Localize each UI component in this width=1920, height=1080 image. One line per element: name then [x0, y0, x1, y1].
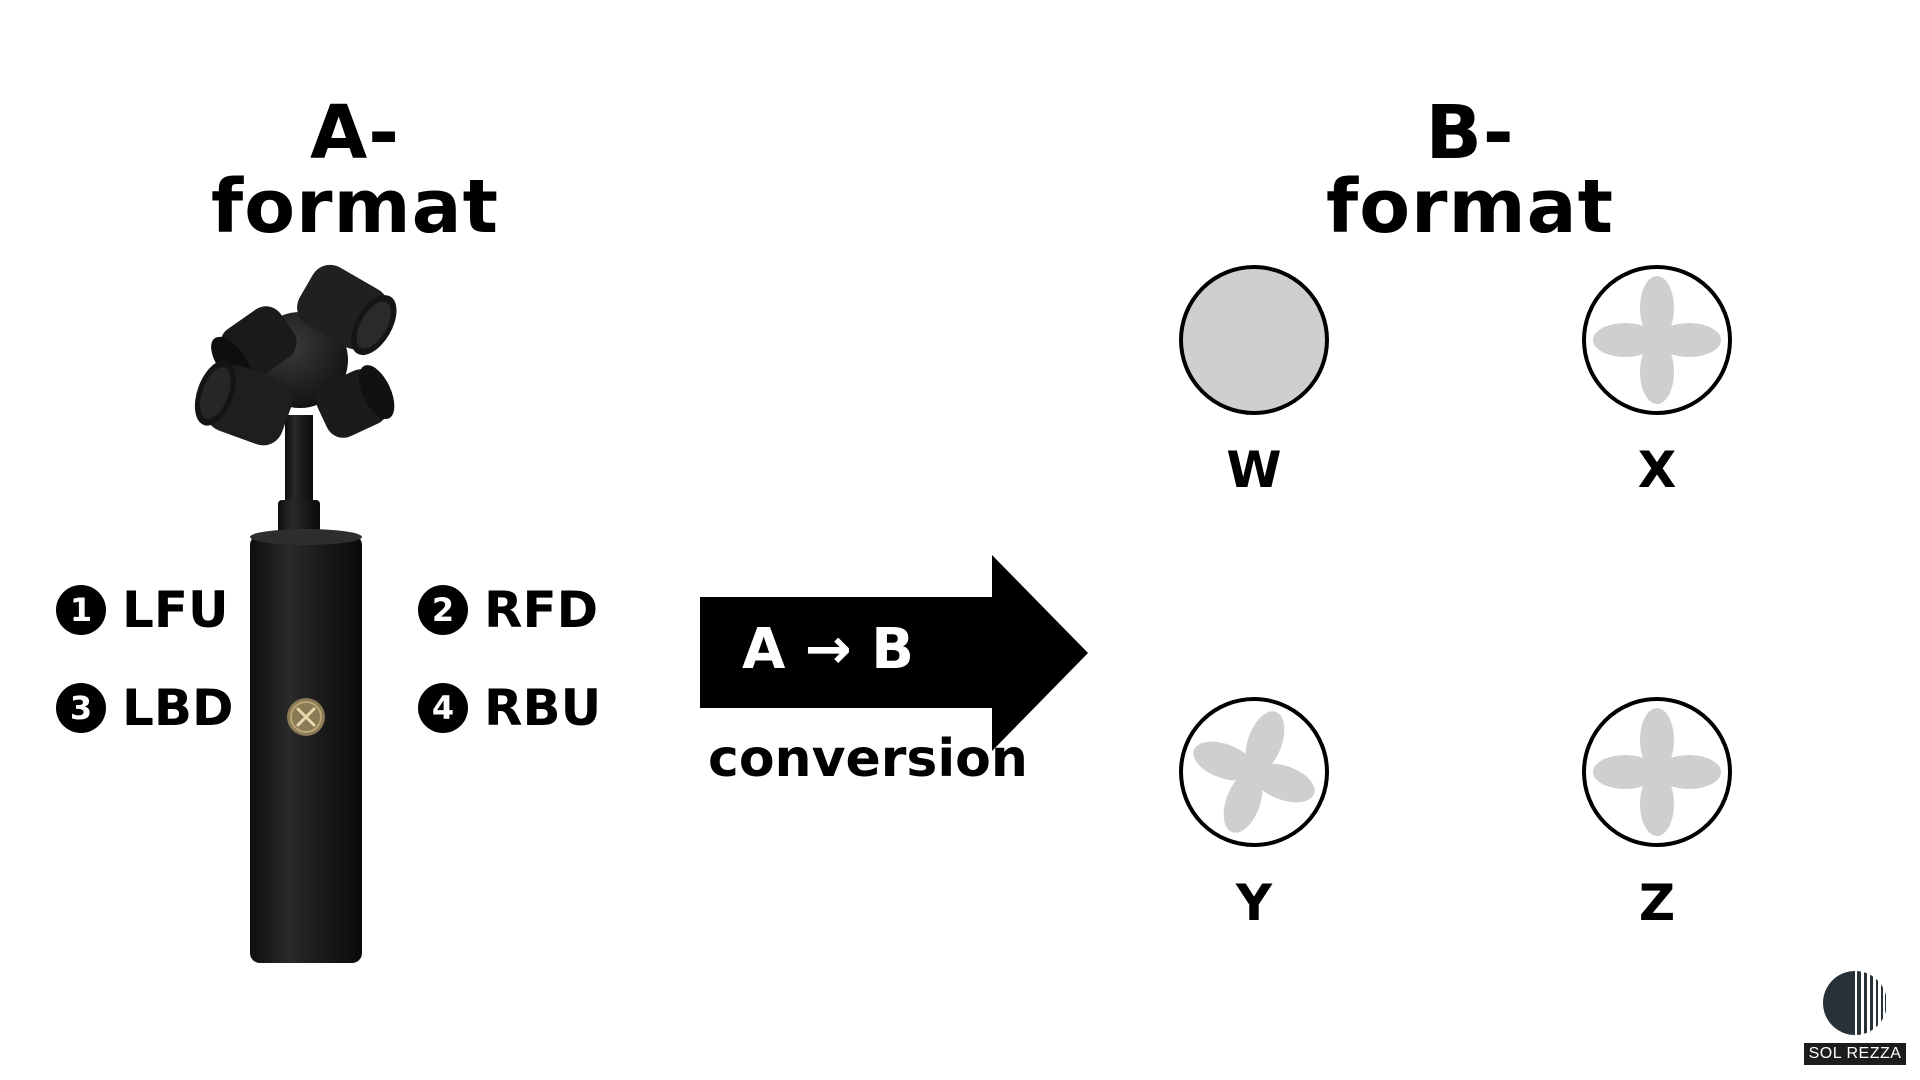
capsule-number-badge: 2 — [418, 585, 468, 635]
conversion-arrow — [700, 555, 1088, 751]
capsule-number-badge: 3 — [56, 683, 106, 733]
x-four-lobe-pattern-icon — [1580, 260, 1734, 420]
logo-text: SOL REZZA — [1804, 1043, 1906, 1065]
b-format-title: B-format — [1326, 90, 1614, 250]
channel-label-y: Y — [1235, 874, 1273, 932]
ambisonic-microphone-image — [194, 264, 397, 963]
w-omni-pattern-icon — [1177, 260, 1331, 420]
capsule-2-label: 2 RFD — [418, 585, 598, 635]
capsule-4-label: 4 RBU — [418, 683, 601, 733]
channel-label-x: X — [1637, 441, 1677, 499]
capsule-1-label: 1 LFU — [56, 585, 229, 635]
channel-label-w: W — [1226, 441, 1282, 499]
capsule-number-badge: 1 — [56, 585, 106, 635]
z-four-lobe-pattern-icon — [1580, 692, 1734, 852]
logo-mark-icon — [1823, 971, 1886, 1035]
channel-label-z: Z — [1638, 874, 1676, 932]
capsule-number-badge: 4 — [418, 683, 468, 733]
capsule-3-label: 3 LBD — [56, 683, 233, 733]
y-four-lobe-pattern-icon — [1177, 692, 1331, 852]
capsule-name: LFU — [122, 581, 229, 639]
capsule-name: RFD — [484, 581, 599, 639]
capsule-name: RBU — [484, 679, 602, 737]
capsule-name: LBD — [122, 679, 234, 737]
conversion-arrow-label: A → B — [742, 617, 914, 682]
a-format-title: A-format — [211, 90, 499, 250]
conversion-caption: conversion — [708, 729, 1028, 789]
